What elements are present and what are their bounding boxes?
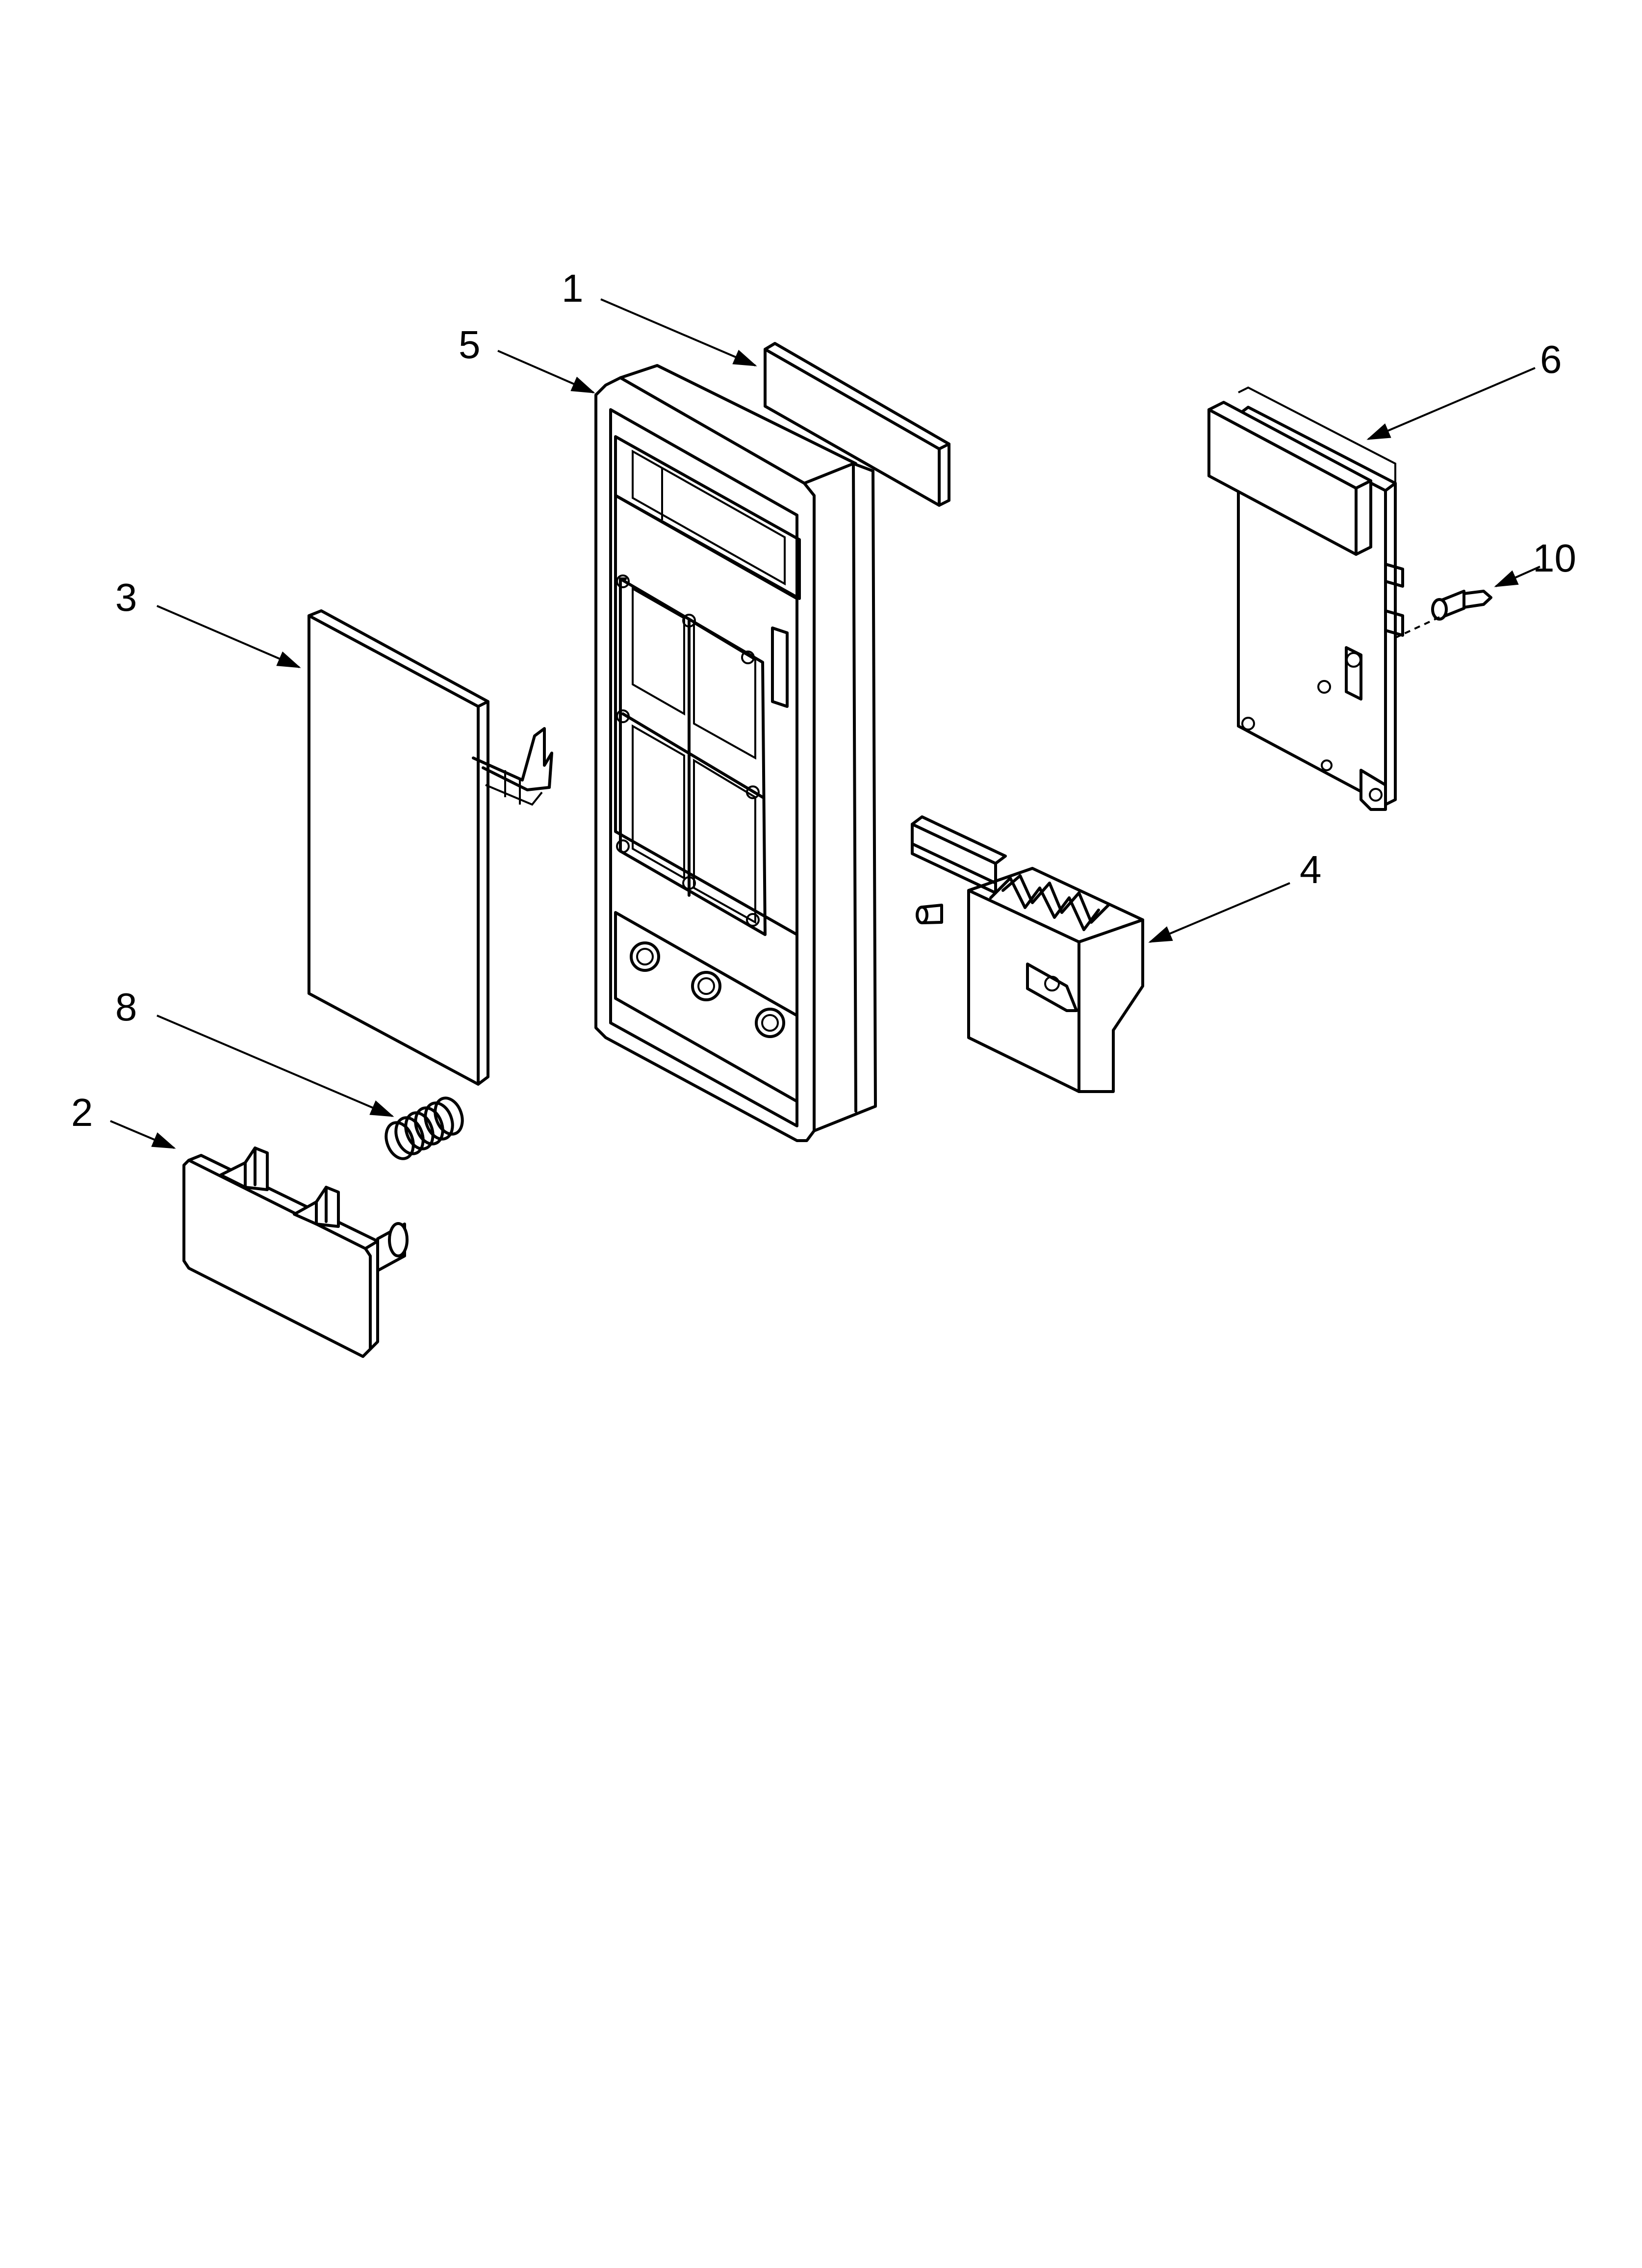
callout-8: 8 — [115, 985, 137, 1029]
part-10-screw — [1395, 590, 1492, 639]
part-3-membrane-switch — [308, 609, 553, 1086]
part-1-display-window — [764, 342, 950, 507]
part-8-spring — [385, 1096, 464, 1160]
part-5-control-panel — [594, 364, 877, 1142]
leader-lines — [110, 298, 1540, 1149]
leader-3 — [156, 605, 301, 668]
callout-1: 1 — [562, 266, 584, 310]
callout-3: 3 — [115, 575, 137, 619]
callout-5: 5 — [459, 323, 481, 366]
callout-labels: 1 5 6 10 3 4 8 2 — [71, 266, 1576, 1134]
leader-5 — [497, 350, 595, 393]
part-6-control-board — [1207, 386, 1404, 811]
leader-8 — [156, 1015, 394, 1117]
leader-2 — [110, 1120, 176, 1149]
callout-6: 6 — [1540, 338, 1562, 381]
leader-1 — [600, 298, 757, 366]
callout-10: 10 — [1533, 536, 1576, 580]
callout-4: 4 — [1300, 848, 1322, 891]
leader-6 — [1366, 367, 1536, 440]
leader-10 — [1494, 566, 1540, 587]
part-2-door-release-button — [182, 1147, 409, 1358]
part-4-latch-assembly — [911, 815, 1144, 1093]
leader-4 — [1148, 882, 1290, 943]
callout-2: 2 — [71, 1091, 93, 1134]
